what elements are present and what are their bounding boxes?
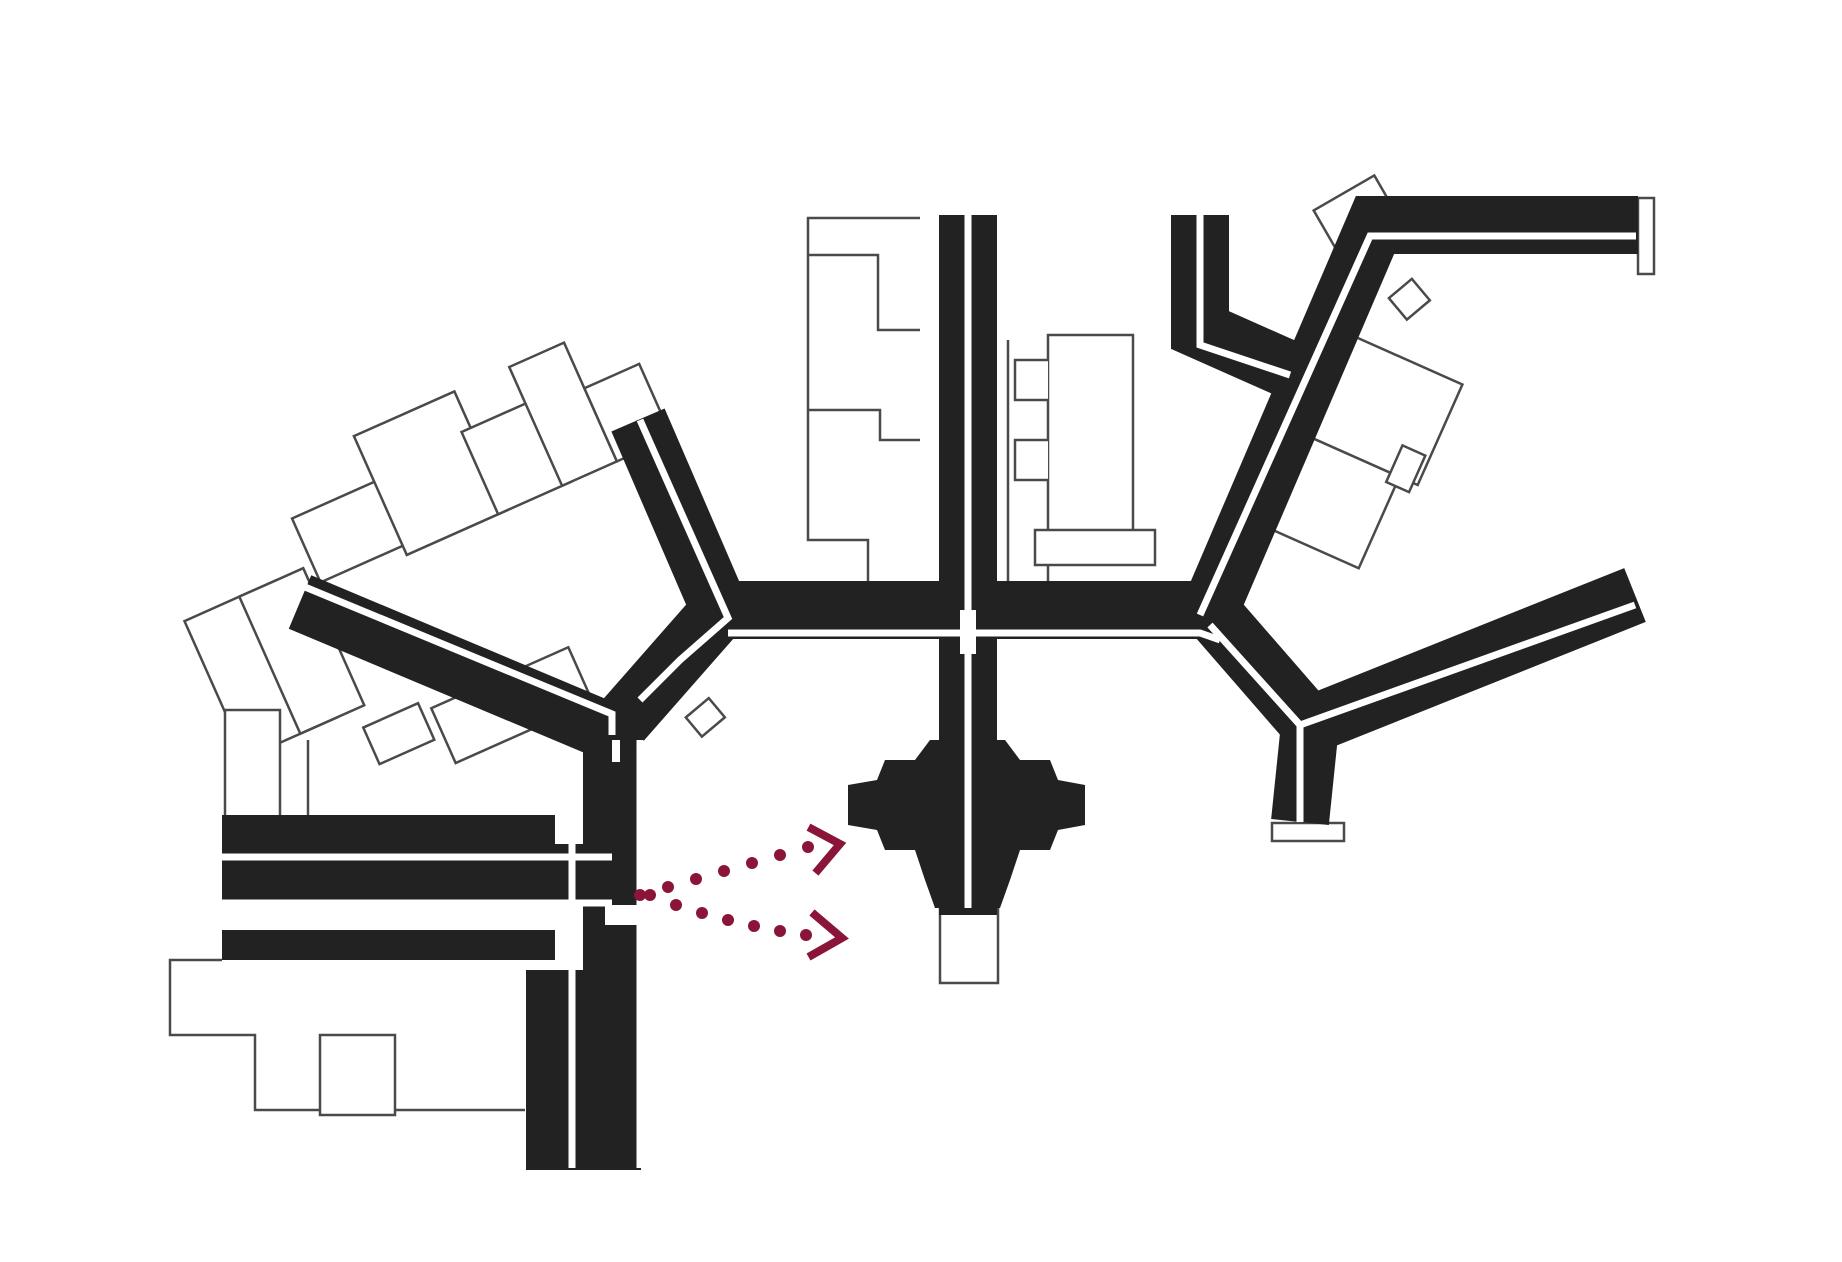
lower-flow-arrow [644, 889, 849, 961]
top-right-wing-endcap [1636, 196, 1656, 276]
top-center-rooms [806, 216, 1157, 596]
northeast-wing-corridor [1183, 196, 1638, 622]
corridor-network [222, 196, 1646, 1170]
east-outer-centerline [1298, 601, 1637, 729]
northwest-wing-corridor [590, 408, 754, 753]
left-upper-rooms [182, 340, 674, 766]
crossing-gaps [605, 610, 976, 925]
north-stub-centerline [1196, 215, 1292, 379]
spine-centerline [728, 629, 1222, 644]
upper-flow-arrow [634, 823, 847, 901]
northwest-centerline [636, 418, 733, 703]
northeast-centerline [1196, 232, 1636, 617]
small-room-near-hub [684, 696, 727, 739]
left-lower-rooms [168, 708, 525, 1117]
right-small-room [1387, 277, 1432, 322]
right-wing-endcap [1270, 821, 1346, 843]
flow-arrows [634, 823, 849, 961]
hub-south-room [938, 906, 1000, 985]
west-wing-centerline [286, 576, 616, 735]
room-outlines [168, 173, 1656, 1117]
